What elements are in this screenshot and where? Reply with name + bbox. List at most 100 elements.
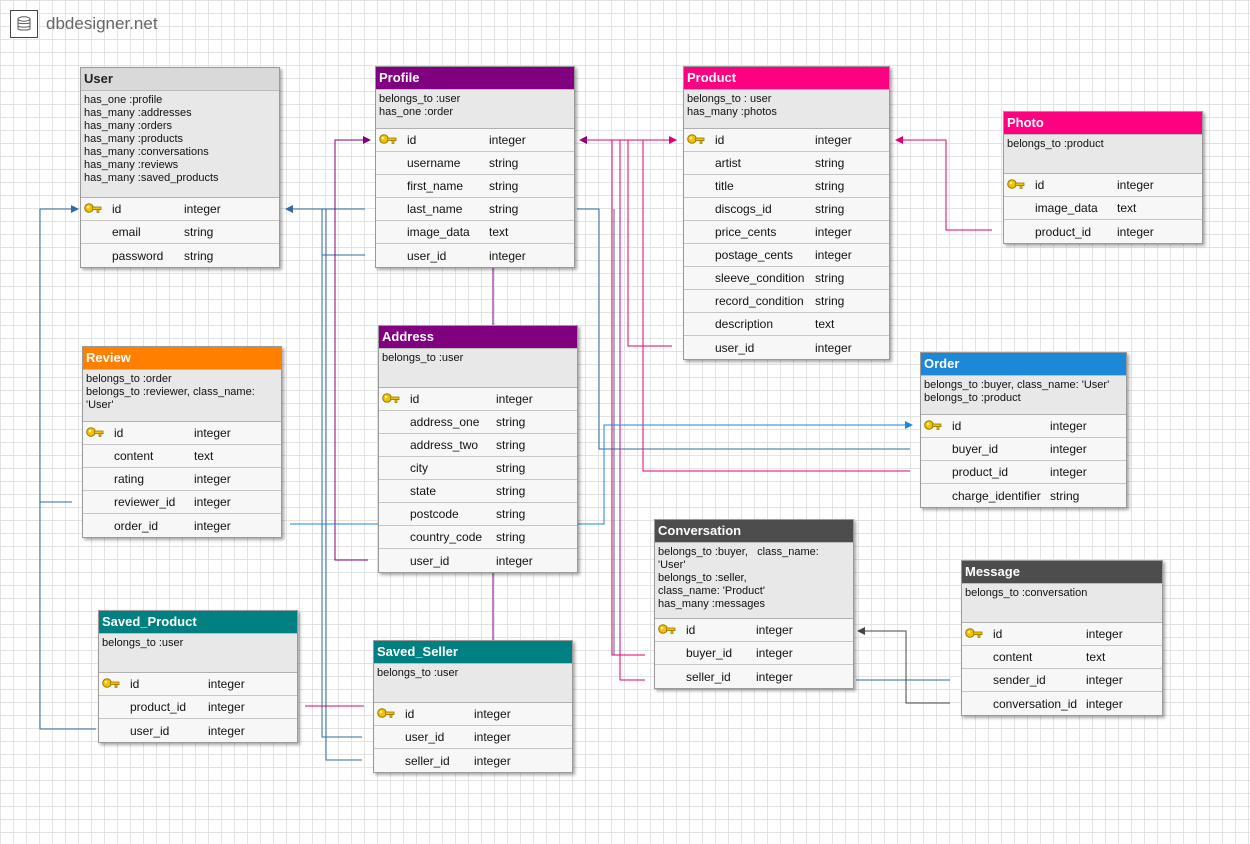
field-name: id [130, 677, 140, 691]
field-name: email [112, 225, 141, 239]
field-row[interactable]: sender_id integer [962, 669, 1162, 692]
field-name: user_id [407, 248, 447, 263]
field-name: username [407, 156, 461, 170]
field-name: image_data [1035, 201, 1098, 215]
field-type: string [815, 202, 845, 216]
field-row[interactable]: record_condition string [684, 290, 889, 313]
field-type: integer [1086, 696, 1123, 711]
field-type: string [815, 156, 845, 170]
field-type: integer [194, 495, 231, 509]
primary-key-icon [684, 133, 708, 147]
field-name: city [410, 461, 428, 475]
dbdesigner-logo[interactable]: dbdesigner.net [10, 10, 158, 38]
field-name: image_data [407, 225, 470, 239]
field-type: string [496, 438, 526, 452]
table-product[interactable]: Product belongs_to : user has_many :phot… [683, 66, 890, 360]
field-type: string [815, 294, 845, 308]
field-name: seller_id [405, 753, 450, 768]
field-row[interactable]: address_two string [379, 434, 577, 457]
field-name: record_condition [715, 294, 804, 308]
field-type: integer [489, 133, 526, 147]
field-name: id [993, 627, 1003, 641]
field-name: sender_id [993, 673, 1046, 687]
field-type: integer [1050, 419, 1087, 433]
table-order[interactable]: Order belongs_to :buyer, class_name: 'Us… [920, 352, 1127, 508]
table-profile[interactable]: Profile belongs_to :user has_one :order … [375, 66, 575, 268]
field-name: country_code [410, 530, 483, 544]
field-type: integer [815, 133, 852, 147]
field-name: id [686, 623, 696, 637]
field-row[interactable]: country_code string [379, 526, 577, 549]
field-type: integer [194, 426, 231, 440]
table-user[interactable]: User has_one :profile has_many :addresse… [80, 67, 280, 268]
table-description: belongs_to :conversation [962, 583, 1162, 623]
table-description: belongs_to :user has_one :order [376, 89, 574, 129]
field-type: string [496, 530, 526, 544]
field-type: integer [208, 723, 245, 738]
field-type: integer [756, 646, 793, 660]
field-name: address_two [410, 438, 479, 452]
field-type: integer [1086, 673, 1123, 687]
table-conversation[interactable]: Conversation belongs_to :buyer, class_na… [654, 519, 854, 689]
table-review[interactable]: Review belongs_to :order belongs_to :rev… [82, 346, 282, 538]
field-type: integer [815, 340, 852, 355]
